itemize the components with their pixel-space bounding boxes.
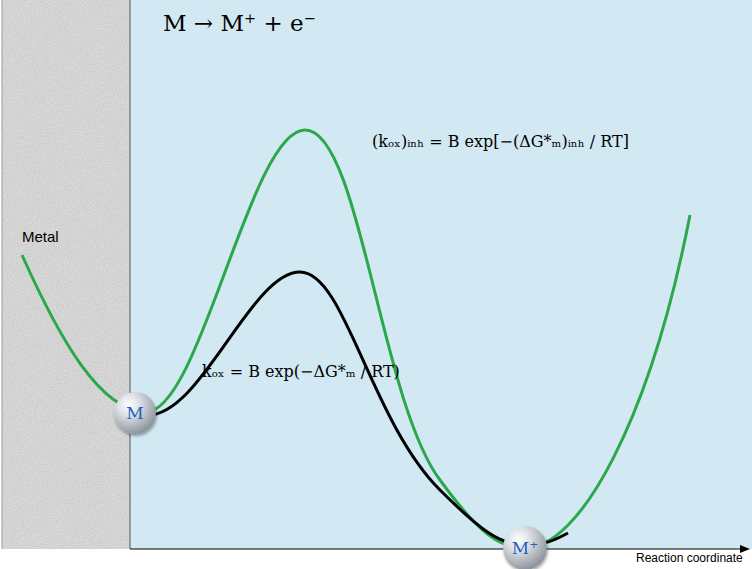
rate-equation: kₒₓ = B exp(−ΔG*ₘ / RT) xyxy=(202,362,400,381)
metal-ion: M⁺ xyxy=(503,526,547,569)
frame-edge xyxy=(2,0,3,549)
metal-region: Metal xyxy=(2,0,130,549)
atom-symbol: M⁺ xyxy=(512,538,538,558)
reaction-equation: M → M⁺ + e⁻ xyxy=(163,10,316,36)
metal-texture xyxy=(2,0,130,549)
axis-line xyxy=(130,548,742,549)
metal-atom: M xyxy=(114,392,156,434)
metal-ground xyxy=(2,0,130,549)
uninhibited-energy-curve xyxy=(145,272,568,545)
metal-surface xyxy=(130,0,131,549)
inhibited-energy-curve xyxy=(22,130,690,548)
atom-symbol: M xyxy=(126,403,143,423)
inhibited-rate-equation: (kₒₓ)ᵢₙₕ = B exp[−(ΔG*ₘ)ᵢₙₕ / RT] xyxy=(372,132,629,151)
region-label: Metal xyxy=(22,228,59,245)
axis-label: Reaction coordinate xyxy=(636,551,743,565)
